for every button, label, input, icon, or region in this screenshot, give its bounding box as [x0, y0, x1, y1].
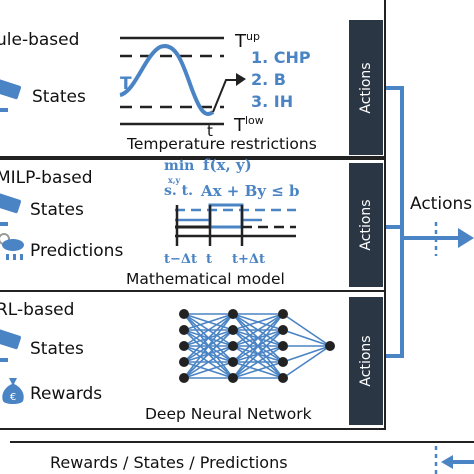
weather-icon — [0, 233, 24, 260]
output-actions-label: Actions — [410, 194, 473, 214]
rule-based-panel: ule-based — [0, 0, 386, 158]
panel-title-rl: RL-based — [0, 300, 75, 320]
math-constraint: Ax + By ≤ b — [201, 182, 300, 200]
math-vars: x,y — [168, 175, 181, 185]
nn-node — [278, 373, 288, 383]
actions-bar-3: Actions — [349, 297, 383, 425]
milp-based-panel: MILP-based — [0, 158, 386, 292]
nn-edge — [232, 313, 284, 363]
nn-edge — [232, 329, 284, 379]
input-states-1: States — [32, 87, 86, 107]
nn-edge — [183, 313, 234, 363]
nn-node — [228, 309, 238, 319]
nn-edge — [183, 361, 234, 379]
label-time: t — [207, 122, 213, 140]
nn-node — [278, 357, 288, 367]
nn-node — [228, 325, 238, 335]
label-t-axis: T — [120, 74, 132, 94]
input-states-3: States — [30, 339, 84, 359]
nn-node — [278, 325, 288, 335]
camera-icon — [0, 328, 22, 362]
nn-node — [278, 341, 288, 351]
nn-node — [325, 341, 335, 351]
caption-temperature: Temperature restrictions — [127, 135, 317, 153]
caption-math-model: Mathematical model — [126, 270, 285, 288]
nn-edge — [282, 345, 331, 363]
input-states-2: States — [30, 200, 84, 220]
nn-edge — [183, 313, 234, 331]
tick-t-minus: t−Δt — [164, 252, 197, 267]
nn-edge — [183, 313, 234, 347]
nn-node — [278, 309, 288, 319]
option-b: 2. B — [251, 70, 286, 89]
label-t-up: Tup — [235, 30, 260, 52]
caption-dnn: Deep Neural Network — [145, 405, 312, 423]
math-st: s. t. — [164, 183, 193, 199]
option-chp: 1. CHP — [251, 48, 311, 67]
nn-edge — [183, 329, 234, 379]
nn-node — [179, 325, 189, 335]
nn-edge — [282, 313, 331, 347]
nn-node — [179, 373, 189, 383]
tick-t-plus: t+Δt — [232, 252, 265, 267]
money-bag-icon: € — [2, 378, 24, 404]
math-f: f(x, y) — [203, 156, 252, 174]
nn-edge — [232, 313, 284, 379]
input-predictions: Predictions — [30, 241, 124, 261]
nn-edge — [232, 313, 284, 331]
tick-t: t — [206, 252, 213, 267]
nn-edge — [183, 345, 234, 379]
nn-edge — [232, 313, 284, 347]
feedback-label: Rewards / States / Predictions — [50, 453, 288, 472]
label-t-low: Tlow — [234, 114, 264, 136]
panel-title-milp: MILP-based — [0, 168, 93, 188]
panel-title-rule: ule-based — [0, 30, 80, 50]
nn-node — [179, 357, 189, 367]
nn-edge — [183, 313, 234, 379]
nn-edge — [282, 345, 331, 379]
nn-node — [228, 357, 238, 367]
nn-node — [179, 341, 189, 351]
actions-bar-1: Actions — [349, 20, 383, 155]
svg-text:€: € — [10, 392, 16, 403]
option-ih: 3. IH — [251, 92, 294, 111]
nn-node — [228, 341, 238, 351]
nn-node — [179, 309, 189, 319]
camera-icon — [0, 78, 22, 112]
nn-edge — [232, 361, 284, 379]
actions-bar-2: Actions — [349, 163, 383, 287]
nn-edge — [282, 329, 331, 347]
camera-icon — [0, 192, 22, 226]
nn-edge — [232, 345, 284, 379]
input-rewards: Rewards — [30, 384, 103, 404]
nn-node — [228, 373, 238, 383]
math-min: min — [164, 158, 195, 174]
